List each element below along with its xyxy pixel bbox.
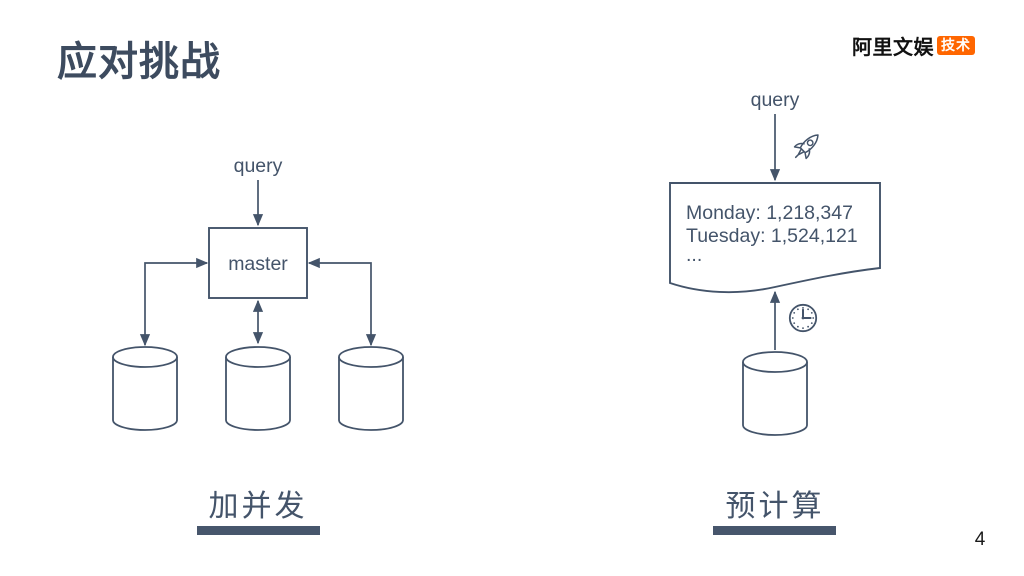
left-elbow-connector xyxy=(139,257,209,347)
right-elbow-connector xyxy=(307,257,377,347)
document-line: Monday: 1,218,347 xyxy=(686,202,853,224)
left-query-label: query xyxy=(234,155,283,177)
right-caption-underline xyxy=(713,526,836,535)
database-cylinder-icon xyxy=(112,346,178,431)
brand-logo-text: 阿里文娱 xyxy=(852,37,934,59)
left-caption: 加并发 xyxy=(208,490,308,523)
left-caption-underline xyxy=(197,526,320,535)
page-title: 应对挑战 xyxy=(57,40,221,84)
page-number: 4 xyxy=(974,529,986,550)
right-query-label: query xyxy=(751,89,800,111)
database-cylinder-icon xyxy=(338,346,404,431)
rocket-icon xyxy=(793,134,819,160)
database-cylinder-icon xyxy=(225,346,291,431)
brand-logo-badge: 技术 xyxy=(937,36,975,55)
master-box xyxy=(208,227,308,299)
document-shape xyxy=(669,182,881,294)
document-line: ... xyxy=(686,244,702,266)
left-diagram: query master xyxy=(112,155,404,431)
document-line: Tuesday: 1,524,121 xyxy=(686,225,858,247)
database-cylinder-icon xyxy=(742,351,808,436)
brand-logo: 阿里文娱 技术 xyxy=(852,31,975,60)
right-caption: 预计算 xyxy=(725,490,825,523)
master-label: master xyxy=(228,253,288,275)
right-diagram: query Monday: 1,218,347 Tuesday: 1,524,1… xyxy=(669,89,881,436)
clock-icon xyxy=(788,303,818,333)
